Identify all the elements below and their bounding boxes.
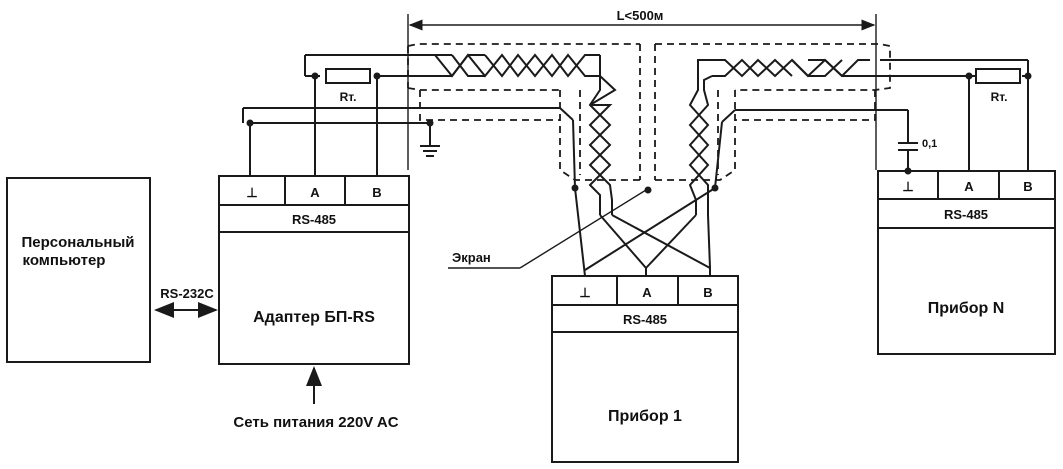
adapter-interface-label: RS-485 (292, 212, 336, 227)
device-1-terminal-b: B (703, 285, 712, 300)
device-1-terminal-ground: ⊥ (579, 285, 590, 300)
pc-box: Персональный компьютер (6, 177, 151, 363)
cable-screen (407, 43, 891, 181)
pc-label-line2: компьютер (23, 252, 106, 269)
resistor-left-label: Rт. (340, 90, 357, 104)
device-n-terminal-ground: ⊥ (902, 179, 913, 194)
resistor-right-label: Rт. (991, 90, 1008, 104)
device-1-terminal-a: A (642, 285, 652, 300)
resistor-left: Rт. (325, 68, 371, 104)
rs232-label: RS-232C (160, 286, 214, 301)
length-label: L<500м (617, 8, 664, 23)
adapter-box: ⊥ A B RS-485 Адаптер БП-RS (218, 175, 410, 365)
adapter-terminal-b: B (372, 185, 381, 200)
adapter-title: Адаптер БП-RS (253, 309, 375, 326)
resistor-right: Rт. (975, 68, 1021, 104)
adapter-terminal-ground: ⊥ (246, 185, 257, 200)
device-n-interface-label: RS-485 (944, 207, 988, 222)
adapter-wiring (242, 54, 560, 176)
device-n-title: Прибор N (928, 300, 1005, 317)
device-1-box: ⊥ A B RS-485 Прибор 1 (551, 275, 739, 463)
power-label: Сеть питания 220V AC (233, 414, 398, 431)
twisted-pair-cables (420, 53, 870, 277)
pc-label-line1: Персональный (21, 234, 134, 251)
device-n-box: ⊥ A B RS-485 Прибор N (877, 170, 1056, 355)
screen-label: Экран (452, 250, 491, 265)
device-n-wiring: 0,1 (735, 59, 1032, 175)
device-1-title: Прибор 1 (608, 408, 682, 425)
capacitor-label: 0,1 (922, 138, 937, 150)
device-1-interface-label: RS-485 (623, 312, 667, 327)
adapter-terminal-a: A (310, 185, 320, 200)
device-n-terminal-a: A (964, 179, 974, 194)
power-input: Сеть питания 220V AC (233, 366, 399, 431)
length-dimension: L<500м (407, 8, 877, 170)
screen-callout: Экран (448, 189, 647, 269)
rs232-link: RS-232C (154, 286, 218, 318)
device-n-terminal-b: B (1023, 179, 1032, 194)
